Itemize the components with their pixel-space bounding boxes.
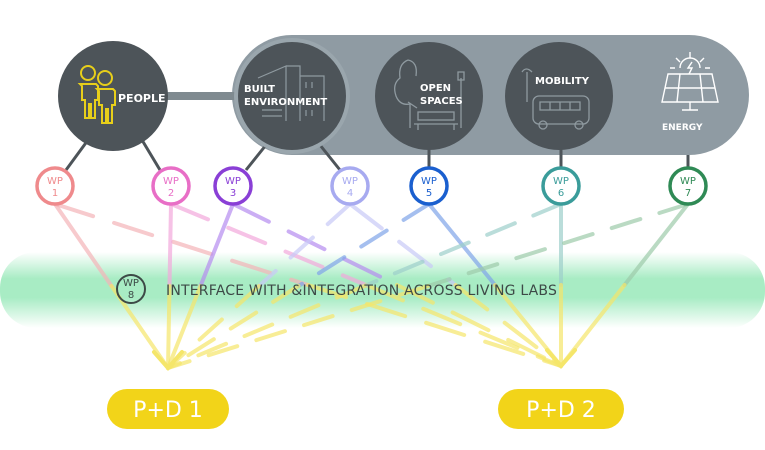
wp8-badge[interactable]: WP 8 <box>116 274 146 304</box>
hub-people-label: PEOPLE <box>118 92 166 105</box>
wp-circle <box>541 166 581 206</box>
wp-label-num: 6 <box>558 188 564 199</box>
flow-wp5-pd1-upper <box>296 202 431 288</box>
flow-wp2-pd1-lower <box>166 284 172 370</box>
integration-band-text: INTERFACE WITH &INTEGRATION ACROSS LIVIN… <box>166 283 557 299</box>
wp-label-num: 4 <box>347 188 353 199</box>
flow-wp4-pd2-upper <box>348 202 458 287</box>
hub-mobility-label: MOBILITY <box>535 76 590 87</box>
flow-wp7-pd1-upper <box>426 202 690 288</box>
hub-built-label-1: BUILT <box>244 84 275 95</box>
wp-label-top: WP <box>342 176 358 187</box>
wp-circle <box>409 166 449 206</box>
wp3-badge[interactable]: WP3 <box>213 166 253 206</box>
people-icon <box>77 65 116 124</box>
hub-energy-label: ENERGY <box>662 123 703 133</box>
flow-wp1-pd2-lower <box>306 283 563 368</box>
flow-wp6-pd1-upper <box>362 202 563 288</box>
wp-label-num: 3 <box>230 188 236 199</box>
people-built-connector <box>160 92 240 100</box>
wp4-badge[interactable]: WP4 <box>330 166 370 206</box>
output-pd2-label: P+D 2 <box>526 398 596 423</box>
flow-wp7-pd2-upper <box>622 202 690 287</box>
flow-wp3-pd1-lower <box>166 284 203 370</box>
wp2-badge[interactable]: WP2 <box>151 166 191 206</box>
flow-wp3-pd2-lower <box>395 283 563 368</box>
bus-bicycle-icon <box>521 68 590 130</box>
wp-label-num: 2 <box>168 188 174 199</box>
hub-built-environment[interactable]: BUILT ENVIRONMENT <box>234 38 350 154</box>
wp6-badge[interactable]: WP6 <box>541 166 581 206</box>
hub-open-label-1: OPEN <box>420 83 451 94</box>
flow-wp1-pd1-upper <box>53 202 114 288</box>
wp-label-top: WP <box>47 176 63 187</box>
wp-circle <box>668 166 708 206</box>
arrowhead-pd2 <box>545 348 577 370</box>
wp-label-top: WP <box>553 176 569 187</box>
flow-wp2-pd2-upper <box>169 202 368 287</box>
wp8-label-top: WP <box>123 278 139 289</box>
output-pd1-label: P+D 1 <box>133 398 203 423</box>
hub-band <box>232 35 749 155</box>
hub-people[interactable]: PEOPLE <box>58 41 168 151</box>
wp-circle <box>35 166 75 206</box>
flow-wp4-pd1-lower <box>166 284 261 370</box>
hub-mobility[interactable]: MOBILITY <box>505 42 613 150</box>
flow-wp4-pd2-lower <box>453 283 563 368</box>
wp-circle <box>330 166 370 206</box>
wp-label-top: WP <box>421 176 437 187</box>
flow-wp2-pd2-lower <box>364 283 563 368</box>
flow-lines <box>53 202 690 372</box>
wp-label-top: WP <box>680 176 696 187</box>
wp-label-num: 5 <box>426 188 432 199</box>
flow-wp3-pd2-upper <box>231 202 399 287</box>
hub-open-label-2: SPACES <box>420 96 463 107</box>
wp7-badge[interactable]: WP7 <box>668 166 708 206</box>
flow-wp7-pd1-lower <box>166 284 430 370</box>
flow-wp4-pd1-upper <box>257 202 352 288</box>
hub-built-label-2: ENVIRONMENT <box>244 97 327 108</box>
buildings-icon <box>257 65 325 121</box>
tree-bench-icon <box>394 59 465 130</box>
flow-wp6-pd1-lower <box>166 284 367 370</box>
hub-connectors <box>64 139 690 171</box>
output-pd2[interactable]: P+D 2 <box>498 389 624 429</box>
wp5-badge[interactable]: WP5 <box>409 166 449 206</box>
flow-wp1-pd2-upper <box>53 202 310 287</box>
wp-label-num: 7 <box>685 188 691 199</box>
wp8-label-num: 8 <box>128 290 134 301</box>
wp-circle <box>213 166 253 206</box>
arrowhead-pd1 <box>152 350 184 372</box>
wp-label-top: WP <box>163 176 179 187</box>
flow-wp2-pd1-upper <box>167 202 173 288</box>
flow-wp3-pd1-upper <box>198 202 235 288</box>
hub-energy[interactable]: ENERGY <box>661 52 719 133</box>
wp-label-num: 1 <box>52 188 58 199</box>
solar-panel-icon <box>661 52 719 111</box>
wp-circle <box>151 166 191 206</box>
wp-label-top: WP <box>225 176 241 187</box>
flow-wp5-pd1-lower <box>166 284 301 370</box>
wp1-badge[interactable]: WP1 <box>35 166 75 206</box>
output-pd1[interactable]: P+D 1 <box>107 389 229 429</box>
hub-open-spaces[interactable]: OPEN SPACES <box>375 42 483 150</box>
